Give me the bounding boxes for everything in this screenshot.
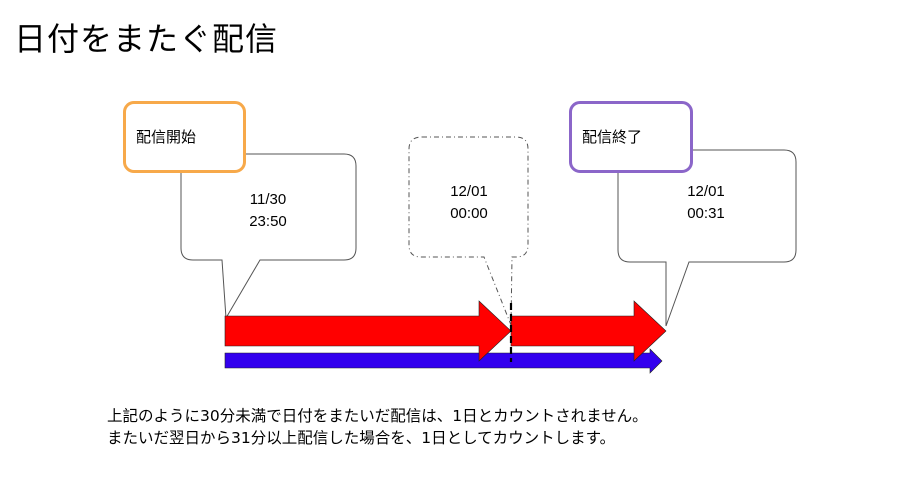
red-arrow-first (224, 300, 512, 362)
time-bubble-start (180, 153, 357, 320)
red-arrow-second (510, 300, 667, 362)
blue-arrow (224, 348, 663, 374)
stream-end-text: 配信終了 (582, 128, 643, 146)
time-bubble-end (617, 149, 797, 327)
start-time-text: 11/30 23:50 (249, 191, 287, 230)
end-time-text: 12/01 00:31 (687, 183, 725, 222)
midnight-time-text: 12/01 00:00 (450, 183, 488, 222)
time-bubble-midnight (408, 136, 529, 326)
stream-end-label: 配信終了 (569, 101, 693, 173)
explanation-line-1: 上記のように30分未満で日付をまたいだ配信は、1日とカウントされません。 (107, 407, 648, 425)
stream-start-text: 配信開始 (136, 128, 197, 146)
explanation-line-2: またいだ翌日から31分以上配信した場合を、1日としてカウントします。 (107, 429, 616, 447)
stream-start-label: 配信開始 (123, 101, 246, 173)
page-title: 日付をまたぐ配信 (14, 20, 279, 58)
explanation-note: 上記のように30分未満で日付をまたいだ配信は、1日とカウントされません。 またい… (107, 405, 648, 449)
